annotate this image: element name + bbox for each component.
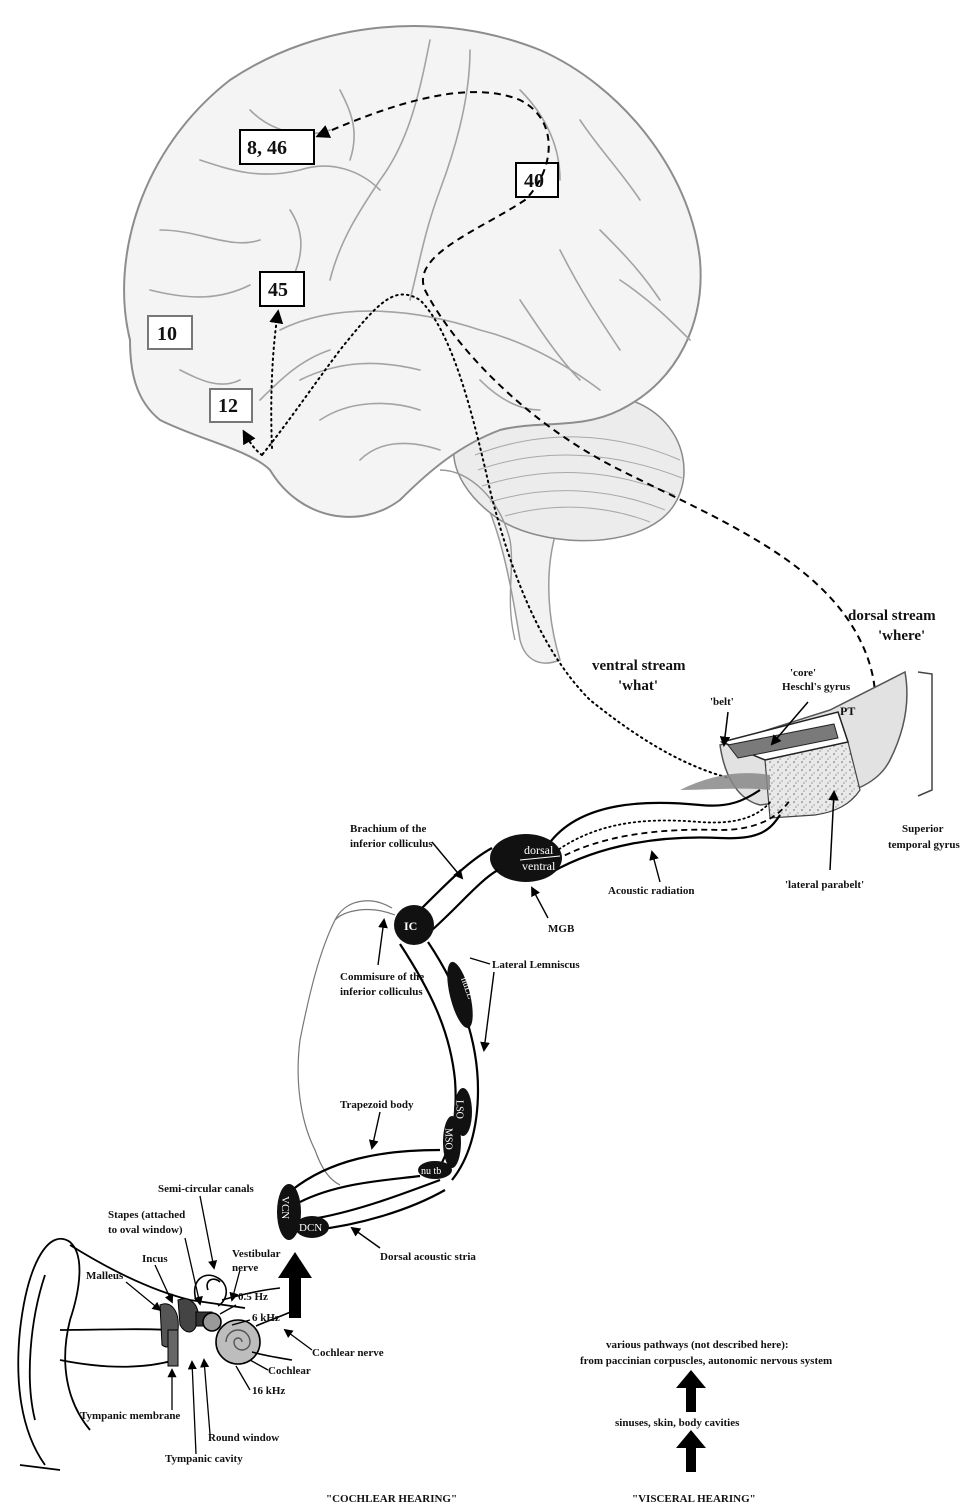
malleus-label: Malleus (86, 1270, 124, 1282)
mgb-ventral-label: ventral (522, 859, 556, 873)
null-nucleus: nuLL (442, 960, 478, 1031)
commisure-outline (335, 910, 395, 920)
area-label-40: 40 (524, 170, 544, 192)
nutb-label: nu tb (421, 1166, 441, 1177)
round-window-label: Round window (208, 1432, 279, 1444)
ic-label: IC (404, 919, 417, 933)
trapezoid-tract (292, 1150, 440, 1202)
trapezoid-label: Trapezoid body (340, 1099, 414, 1111)
cochlea-shape (216, 1320, 260, 1364)
acoustic-radiation-dotted (555, 800, 772, 852)
trapezoid-pointer (372, 1112, 380, 1148)
brachium-label-line2: inferior colliculus (350, 838, 433, 850)
stapes-label-line2: to oval window) (108, 1224, 183, 1236)
mgb-nucleus: dorsal ventral (490, 834, 562, 882)
brachium-label-line1: Brachium of the (350, 823, 427, 835)
incus-label: Incus (142, 1253, 168, 1265)
acoustic-radiation-dashed (556, 800, 790, 860)
stg-label-line2: temporal gyrus (888, 839, 961, 851)
area-label-10: 10 (157, 323, 177, 345)
core-label: 'core' (790, 667, 816, 679)
area-box-12: 12 (210, 389, 252, 422)
lateral-lemniscus-pointer (484, 972, 494, 1050)
nutb-nucleus: nu tb (418, 1161, 452, 1179)
dcn-nucleus: DCN (295, 1216, 329, 1238)
inner-ear (195, 1275, 295, 1364)
commisure-label-line2: inferior colliculus (340, 986, 423, 998)
belt-label: 'belt' (710, 696, 734, 708)
dorsal-stria-label: Dorsal acoustic stria (380, 1251, 476, 1263)
vestibular-label-line2: nerve (232, 1262, 258, 1274)
various-pathways-line1: various pathways (not described here): (606, 1339, 789, 1351)
area-box-40: 40 (516, 163, 558, 197)
area-label-12: 12 (218, 395, 238, 417)
dorsal-stria-pointer (352, 1228, 380, 1248)
area-label-45: 45 (268, 279, 288, 301)
mgb-pointer (532, 888, 548, 918)
cochlear-hearing-caption: "COCHLEAR HEARING" (326, 1493, 457, 1505)
ventral-stream-title: ventral stream (592, 658, 686, 674)
auditory-radiation-arrow-grey (680, 773, 770, 790)
stg-label-line1: Superior (902, 823, 944, 835)
tympanic-membrane-shape (168, 1330, 178, 1366)
cochlear-nerve-label: Cochlear nerve (312, 1347, 384, 1359)
ear-canal-upper (60, 1329, 170, 1330)
mgb-dorsal-label: dorsal (524, 843, 554, 857)
commisure-label-line1: Commisure of the (340, 971, 424, 983)
brain-illustration (124, 26, 701, 663)
pt-label: PT (840, 704, 855, 718)
pinna-outline (18, 1239, 90, 1465)
lso-label: LSO (454, 1100, 465, 1119)
ic-nucleus: IC (394, 905, 434, 945)
visceral-arrow-lower (676, 1430, 706, 1472)
khz16-label: 16 kHz (252, 1385, 285, 1397)
vestibule-shape (203, 1313, 221, 1331)
dorsal-stria-tract (314, 1180, 445, 1230)
mso-nucleus: MSO (443, 1116, 462, 1168)
tympanic-membrane-label: Tympanic membrane (80, 1410, 180, 1422)
vestibular-label-line1: Vestibular (232, 1248, 281, 1260)
incus-shape (178, 1299, 198, 1332)
area-box-45: 45 (260, 272, 304, 306)
cochlear-label: Cochlear (268, 1365, 311, 1377)
ventral-stream-subtitle: 'what' (618, 678, 658, 694)
stapes-label-line1: Stapes (attached (108, 1209, 185, 1221)
dcn-label: DCN (299, 1222, 322, 1234)
ear-canal-lower (60, 1360, 175, 1367)
area-box-8-46: 8, 46 (240, 130, 314, 164)
lateral-parabelt-label: 'lateral parabelt' (785, 879, 864, 891)
sinuses-label: sinuses, skin, body cavities (615, 1417, 740, 1429)
mso-label: MSO (443, 1128, 454, 1150)
lateral-lemniscus-leader (470, 958, 490, 964)
tympanic-cavity-label: Tympanic cavity (165, 1453, 243, 1465)
dorsal-stream-subtitle: 'where' (878, 628, 925, 644)
semicircular-label: Semi-circular canals (158, 1183, 255, 1195)
brachium-pointer (432, 842, 462, 878)
various-pathways-line2: from paccinian corpuscles, autonomic ner… (580, 1355, 832, 1367)
hz05-label: 0.5 Hz (238, 1291, 268, 1303)
visceral-arrow-upper (676, 1370, 706, 1412)
mgb-label: MGB (548, 923, 575, 935)
vcn-label: VCN (279, 1196, 291, 1219)
commisure-pointer (378, 920, 384, 965)
visceral-hearing-caption: "VISCERAL HEARING" (632, 1493, 756, 1505)
contralateral-pathway-outline (298, 901, 392, 1185)
area-box-10: 10 (148, 316, 192, 349)
area-label-8-46: 8, 46 (247, 137, 287, 159)
lateral-lemniscus-label: Lateral Lemniscus (492, 959, 580, 971)
heschl-label: Heschl's gyrus (782, 681, 851, 693)
middle-ear (160, 1299, 212, 1366)
acoustic-radiation-label: Acoustic radiation (608, 885, 694, 897)
stg-bracket (918, 672, 932, 796)
acoustic-radiation-pointer (652, 852, 660, 882)
cochlear-input-arrow (278, 1252, 312, 1318)
dorsal-stream-title: dorsal stream (848, 608, 936, 624)
khz6-label: 6 kHz (252, 1312, 280, 1324)
